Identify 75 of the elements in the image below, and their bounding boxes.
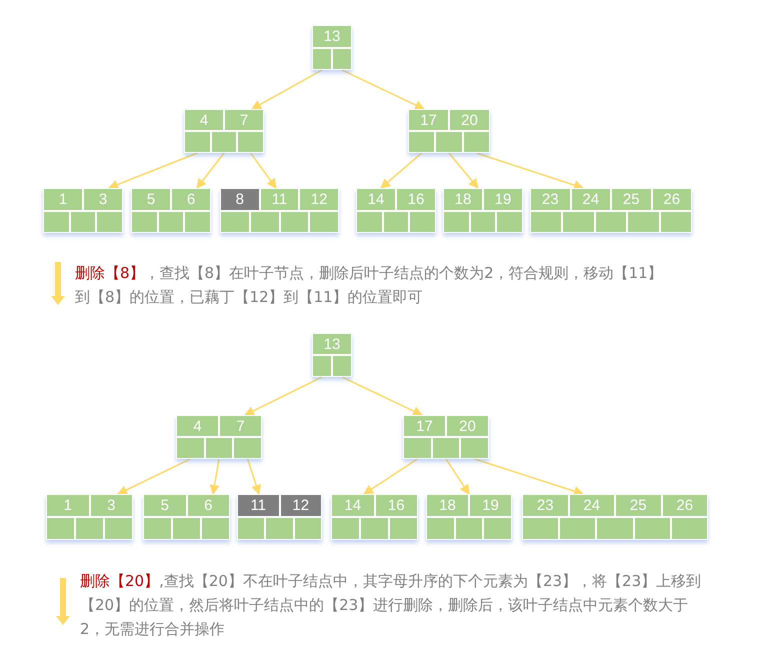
arrow: [342, 69, 425, 110]
key-cell: 19: [469, 494, 512, 517]
btree-node: [408, 109, 490, 153]
key-cell: 18: [443, 188, 483, 211]
key-cell: 23: [530, 188, 570, 211]
btree-node: [46, 494, 133, 540]
key-cell: 25: [615, 494, 662, 517]
arrow: [250, 152, 277, 189]
btree-node: [312, 25, 352, 70]
key-cell: 4: [176, 415, 219, 437]
key-cell: 13: [312, 333, 352, 355]
key-cell: 7: [219, 415, 262, 437]
key-cell: 3: [83, 188, 123, 211]
key-cell: 6: [171, 188, 211, 211]
key-cell: 20: [446, 415, 489, 437]
arrow: [474, 458, 584, 496]
arrow: [448, 152, 479, 189]
key-cell: 1: [46, 494, 90, 517]
btree-node: [331, 494, 418, 540]
btree-node: [356, 188, 436, 233]
key-cell: 26: [652, 188, 692, 211]
btree-node: [443, 188, 523, 233]
key-cell: 8: [220, 188, 260, 211]
key-cell: 12: [299, 188, 339, 211]
key-cell: 1: [43, 188, 83, 211]
key-cell: 26: [662, 494, 708, 517]
arrow: [251, 69, 322, 110]
key-cell: 24: [570, 188, 611, 211]
key-cell: 17: [403, 415, 446, 437]
arrow: [363, 458, 418, 495]
key-cell: 5: [143, 494, 186, 517]
btree-node: [131, 188, 211, 233]
key-cell: 14: [331, 494, 374, 517]
arrow: [117, 458, 191, 495]
arrow: [342, 376, 423, 416]
btree-node: [43, 188, 123, 233]
arrow: [196, 152, 225, 189]
arrow: [445, 458, 470, 495]
key-cell: 12: [280, 494, 322, 517]
key-cell: 5: [131, 188, 171, 211]
key-cell: 13: [312, 25, 352, 48]
btree-node: [176, 415, 262, 459]
key-cell: 11: [260, 188, 300, 211]
key-cell: 23: [522, 494, 568, 517]
key-cell: 7: [224, 109, 264, 131]
arrow: [108, 152, 198, 190]
btree-node: [143, 494, 230, 540]
key-cell: 18: [426, 494, 469, 517]
key-cell: 17: [408, 109, 449, 131]
btree-node: [403, 415, 489, 459]
btree-node: [312, 333, 352, 377]
key-cell: 11: [237, 494, 280, 517]
key-cell: 16: [374, 494, 418, 517]
key-cell: 20: [449, 109, 490, 131]
key-cell: 14: [356, 188, 396, 211]
key-cell: 16: [396, 188, 436, 211]
btree-node: [522, 494, 708, 540]
btree-node: [426, 494, 512, 540]
btree-node: [184, 109, 264, 153]
note-text: 删除【8】，查找【8】在叶子节点，删除后叶子结点的个数为2，符合规则，移动【11】到【8】的位置，已藕丁【12】到【11】的位置即可: [75, 263, 664, 308]
key-cell: 4: [184, 109, 224, 131]
arrow: [210, 458, 220, 495]
arrow: [380, 152, 422, 189]
note-text: 删除【20】,查找【20】不在叶子结点中，其字母升序的下个元素为【23】，将【23】上移到【20】的位置，然后将叶子结点中的【23】进行删除，删除后，该叶子结点中元素个数大于2，无需进行合并操作: [80, 571, 702, 640]
key-cell: 25: [611, 188, 652, 211]
btree-node: [220, 188, 339, 233]
key-cell: 3: [90, 494, 133, 517]
arrow: [244, 376, 322, 416]
btree-node: [530, 188, 692, 233]
key-cell: 19: [483, 188, 523, 211]
arrow: [476, 152, 584, 190]
key-cell: 24: [568, 494, 615, 517]
key-cell: 6: [186, 494, 230, 517]
btree-node: [237, 494, 322, 540]
arrow: [246, 458, 261, 495]
